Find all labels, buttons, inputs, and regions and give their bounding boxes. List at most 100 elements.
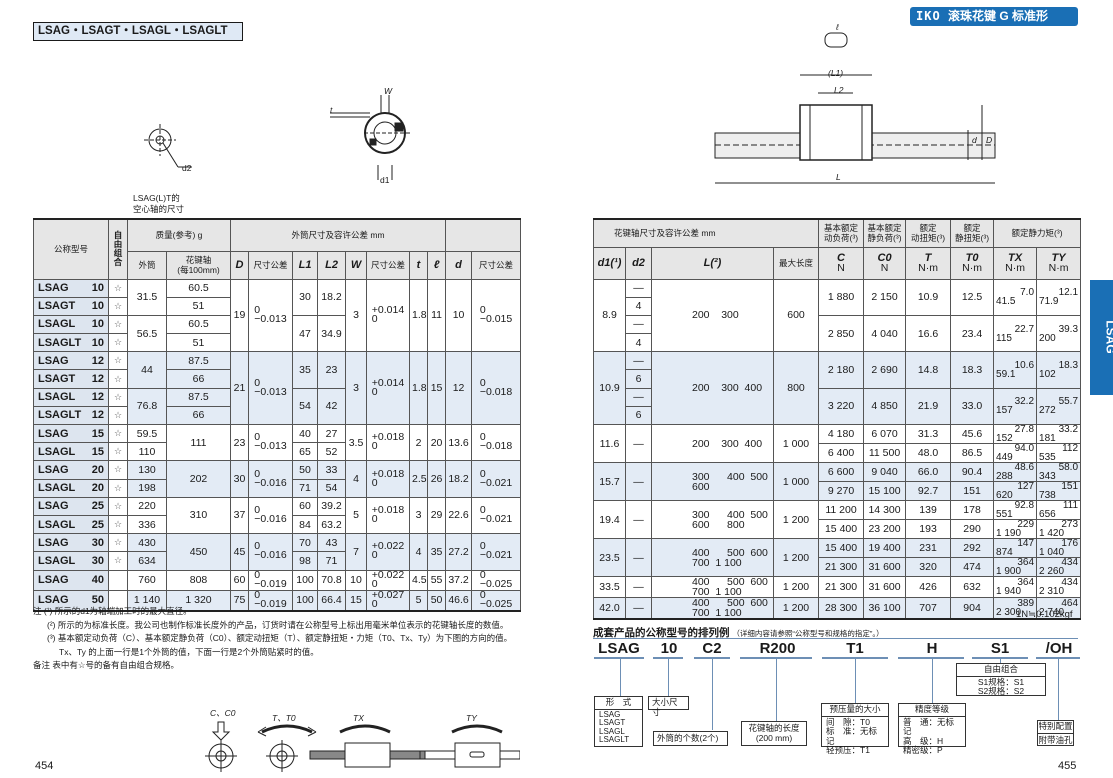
header-W-tol: 尺寸公差: [366, 250, 411, 280]
connector: [668, 658, 669, 696]
sym: TX: [1008, 252, 1023, 264]
tolerance-lower: 0: [371, 440, 378, 453]
dynamic-torque-T: 426: [905, 576, 952, 598]
shaft-d2: —: [625, 387, 652, 407]
single-cylinder-value: 7.0: [1020, 287, 1035, 299]
tolerance-lower: −0.019: [254, 577, 287, 590]
single-cylinder-value: 94.0: [1014, 443, 1035, 454]
tolerance-lower: 0: [371, 577, 378, 590]
tolerance-upper: 0: [254, 303, 261, 316]
model-name: LSAGL: [38, 482, 76, 495]
code-underline: [898, 657, 964, 659]
outer-mass: 1 140: [127, 589, 167, 611]
label-line: 基本额定: [867, 223, 902, 234]
shaft-diameter: 10: [445, 278, 473, 353]
keyway-width: 7: [345, 533, 368, 571]
form-item: LSAGLT: [599, 735, 630, 744]
tolerance: 0−0.019: [254, 591, 286, 609]
key-length: 55: [427, 569, 447, 591]
double-cylinder-value: 1 040: [1039, 547, 1065, 558]
special-box: 特别配置 附带油孔: [1037, 720, 1074, 746]
tolerance-lower: −0.016: [254, 476, 287, 489]
header-t: t: [409, 250, 429, 280]
shaft-diameter: 12: [445, 351, 473, 425]
tolerance-lower: −0.025: [479, 597, 513, 610]
outer-diameter-tolerance: 0−0.016: [248, 496, 294, 535]
single-cylinder-value: 112: [1062, 443, 1079, 454]
code-underline: [972, 657, 1028, 659]
single-cylinder-value: 111: [1062, 500, 1079, 511]
form-item: LSAGL: [599, 726, 625, 736]
l1-label: (L1): [828, 68, 844, 78]
model-size: 12: [91, 391, 104, 404]
tolerance-lower: −0.021: [479, 512, 513, 525]
accuracy-box-title: 精度等级: [899, 704, 965, 717]
label-line: 静扭矩(³): [955, 233, 990, 244]
sym: C: [837, 252, 845, 264]
dynamic-load-C: 9 270: [818, 481, 865, 501]
model-name: LSAG: [38, 536, 69, 549]
free-combo-star: ☆: [108, 278, 128, 298]
page-number-left: 454: [35, 760, 54, 772]
tolerance: 0−0.018: [480, 432, 512, 452]
double-cylinder-value: 1 190: [996, 528, 1022, 539]
keyway-depth: 3: [409, 496, 429, 535]
code-special: /OH: [1045, 640, 1073, 657]
keyway-depth: 2.5: [409, 460, 429, 498]
model-size: 25: [91, 518, 104, 531]
free-combo-star: ☆: [108, 369, 128, 389]
preload-box-title: 预压量的大小: [822, 704, 888, 717]
code-underline: [694, 657, 730, 659]
length-l2: 71: [317, 551, 347, 571]
connector: [1000, 658, 1001, 663]
model-name: LSAG: [38, 463, 69, 476]
code-preload: T1: [846, 640, 864, 657]
length-box: 花键轴的长度 (200 mm): [741, 721, 807, 746]
header-C0-label: 基本额定静负荷(³): [863, 218, 907, 248]
outer-diameter: 30: [230, 460, 250, 498]
shaft-diameter: 13.6: [445, 423, 473, 462]
header-d: d: [445, 250, 473, 280]
side-tab-lsag[interactable]: LSAG: [1090, 280, 1113, 395]
static-load-C0: 2 150: [863, 278, 907, 316]
code-count: C2: [702, 640, 722, 657]
tolerance: 0−0.013: [254, 432, 286, 452]
tolerance: 0−0.021: [480, 468, 512, 488]
static-torque-T0: 151: [950, 481, 995, 501]
preload-box: 预压量的大小 间 隙：T0 标 准：无标记 轻预压：T1: [821, 703, 889, 755]
length-l1: 70: [292, 533, 319, 553]
curved-arrow-icon: [261, 724, 313, 734]
length-l1: 54: [292, 387, 319, 426]
single-cylinder-value: 48.6: [1014, 462, 1035, 473]
combo-box-title: 自由组合: [957, 664, 1045, 677]
single-cylinder-value: 364: [1017, 557, 1035, 568]
tolerance-lower: −0.018: [479, 385, 513, 398]
keyway-depth: 5: [409, 589, 429, 611]
static-torque-T0: 90.4: [950, 462, 995, 482]
double-cylinder-value: 551: [996, 509, 1013, 520]
shaft-mass: 202: [165, 460, 232, 498]
keyway-width: 4: [345, 460, 368, 498]
connector: [855, 658, 856, 703]
